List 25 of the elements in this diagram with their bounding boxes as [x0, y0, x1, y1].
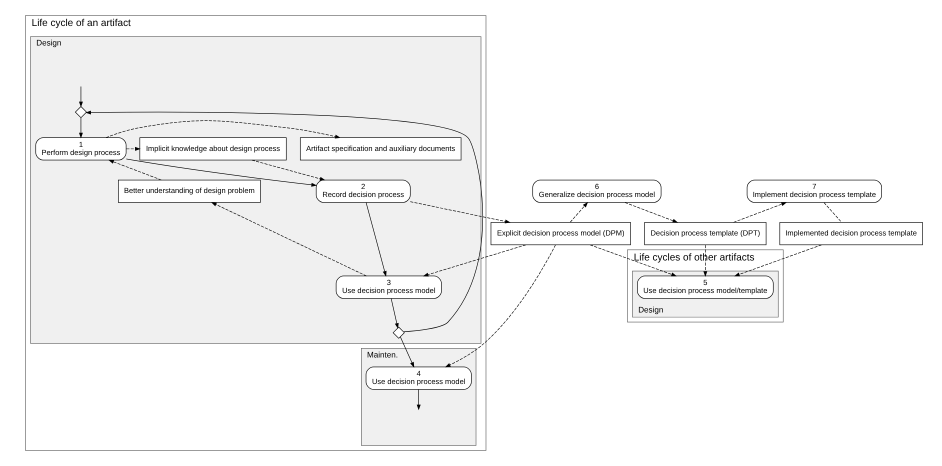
- arrow: [416, 389, 420, 410]
- node-diamond: [74, 106, 86, 118]
- arrow: [108, 160, 162, 180]
- connector: [823, 202, 842, 222]
- node-diamond: [392, 326, 404, 339]
- arrow: [570, 202, 588, 222]
- arrow: [126, 146, 140, 151]
- arrow: [400, 336, 414, 368]
- arrow: [390, 298, 398, 329]
- arrow: [126, 158, 316, 187]
- arrow: [732, 202, 786, 223]
- arrow: [78, 118, 82, 138]
- arrow: [409, 201, 510, 224]
- arrow: [210, 202, 366, 276]
- arrow: [702, 244, 707, 277]
- arrow: [624, 202, 678, 223]
- arrow: [78, 86, 82, 108]
- arrow: [365, 202, 386, 277]
- arrow: [444, 244, 556, 368]
- arrow: [105, 120, 340, 138]
- arrow: [734, 244, 822, 276]
- arrow: [251, 160, 325, 181]
- arrow: [589, 244, 676, 276]
- arrow: [422, 244, 526, 276]
- arrow: [84, 110, 482, 332]
